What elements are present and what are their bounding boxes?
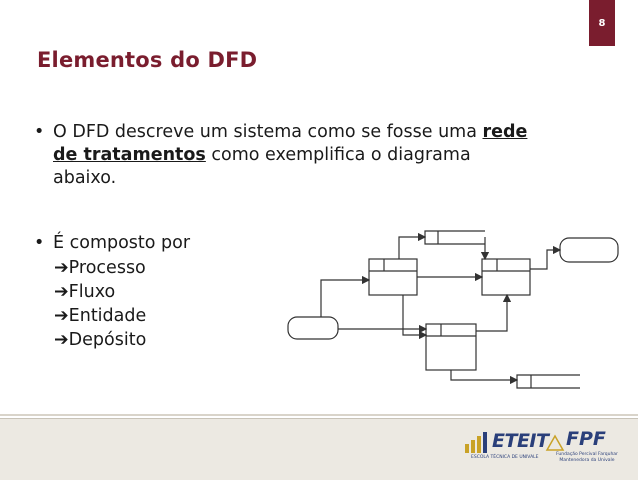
list-item-label: Depósito xyxy=(68,330,147,350)
arrow-right-icon: ➔ xyxy=(54,330,69,350)
slide-title: Elementos do DFD xyxy=(37,48,258,72)
list-item-deposito: ➔Depósito xyxy=(54,329,146,352)
emphasis-rede: rede xyxy=(482,122,528,142)
fpf-logo-icon xyxy=(545,434,565,451)
arrow-right-icon: ➔ xyxy=(54,306,69,326)
process-3 xyxy=(425,323,477,371)
data-store-top xyxy=(424,230,485,245)
page-number: 8 xyxy=(598,17,606,29)
entity-left xyxy=(287,316,339,340)
list-item-entidade: ➔Entidade xyxy=(54,305,146,328)
eteit-logo-icon xyxy=(465,432,487,453)
arrow-right-icon: ➔ xyxy=(54,282,69,302)
list-item-label: Fluxo xyxy=(68,282,116,302)
list-item-processo: ➔Processo xyxy=(54,257,146,280)
footer xyxy=(0,418,638,480)
bullet-dot: • xyxy=(34,122,45,142)
fpf-logo-subtitle: Fundação Percival Farquhar Mantenedora d… xyxy=(552,452,622,464)
dfd-example-diagram xyxy=(287,230,619,389)
process-2 xyxy=(481,258,531,296)
eteit-logo-subtitle: ESCOLA TÉCNICA DE UNIVALE xyxy=(471,455,539,460)
fpf-subtitle-line2: Mantenedora da Univale xyxy=(559,458,615,463)
list-item-label: Entidade xyxy=(68,306,147,326)
eteit-logo-text: ETEIT xyxy=(492,430,549,452)
bullet-text-line2: como exemplifica o diagrama xyxy=(205,145,471,165)
footer-divider xyxy=(0,414,638,416)
entity-right xyxy=(559,237,619,263)
list-item-label: Processo xyxy=(68,258,146,278)
bullet-body: O DFD descreve um sistema como se fosse … xyxy=(53,121,613,190)
fpf-logo-text: FPF xyxy=(566,428,606,450)
list-item-fluxo: ➔Fluxo xyxy=(54,281,115,304)
bullet-dot: • xyxy=(34,233,45,253)
bullet-text: É composto por xyxy=(53,233,191,253)
data-store-bottom xyxy=(516,374,580,389)
arrow-right-icon: ➔ xyxy=(54,258,69,278)
emphasis-de-tratamentos: de tratamentos xyxy=(53,145,206,165)
bullet-text-line1: O DFD descreve um sistema como se fosse … xyxy=(53,122,483,142)
bullet-text-line3: abaixo. xyxy=(53,168,117,188)
fpf-subtitle-line1: Fundação Percival Farquhar xyxy=(556,452,618,457)
page-number-badge: 8 xyxy=(589,0,615,46)
process-1 xyxy=(368,258,418,296)
